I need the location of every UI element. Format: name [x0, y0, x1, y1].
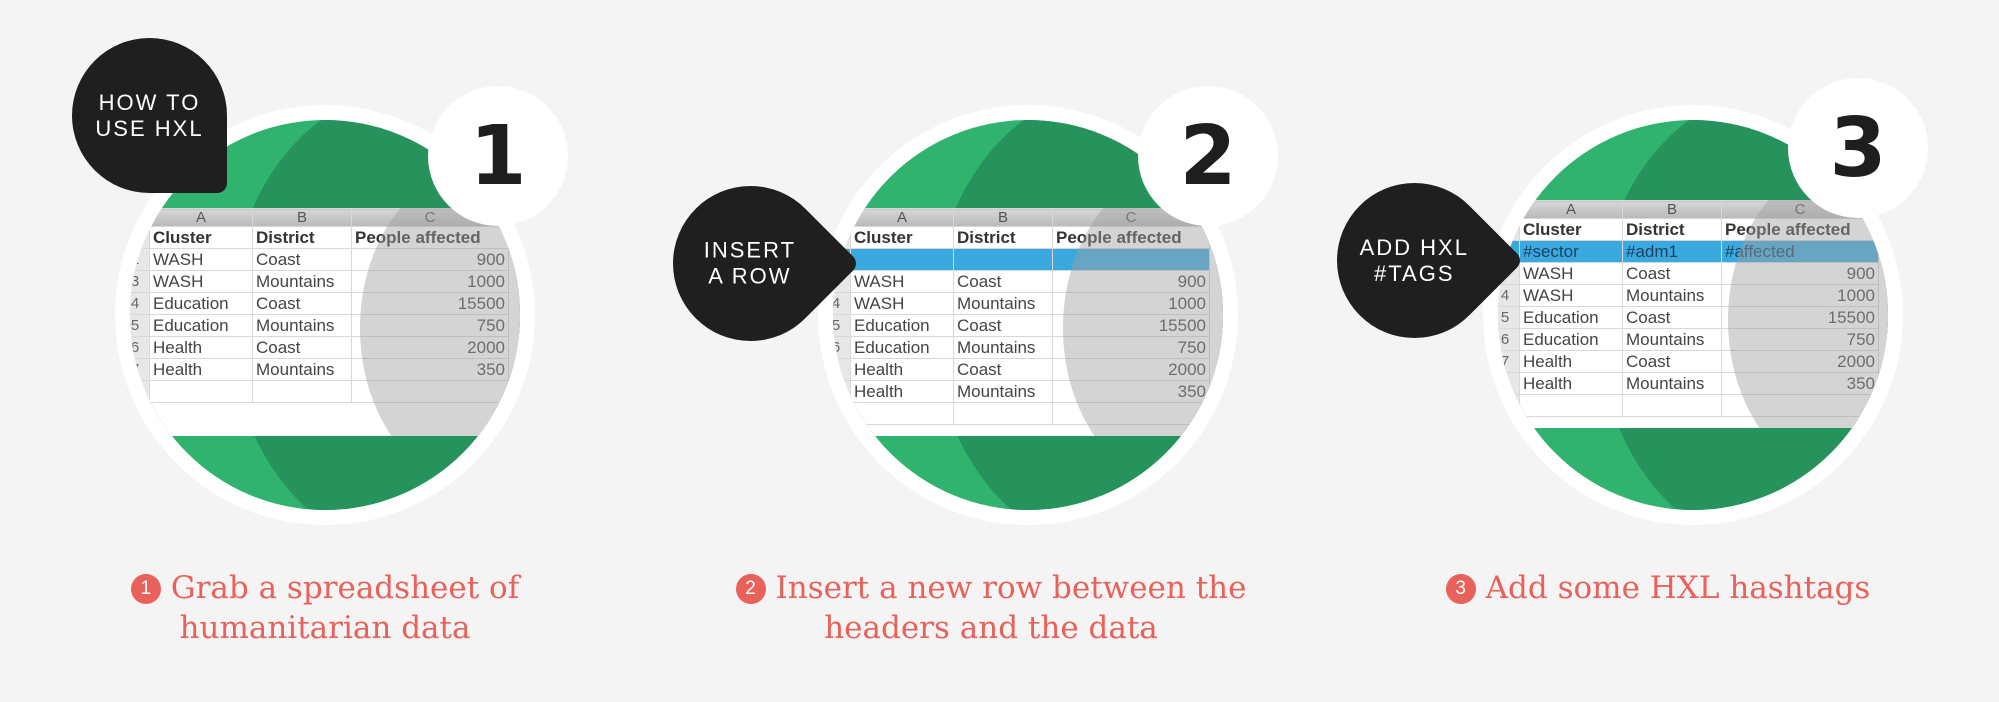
step-number-badge: 2	[1138, 86, 1278, 226]
step-number-badge: 1	[428, 86, 568, 226]
step-number-badge: 3	[1788, 78, 1928, 218]
step-number-dot: 3	[1445, 574, 1476, 604]
how-to-use-hxl-tag: HOW TO USE HXL	[72, 38, 227, 193]
inserted-row: 2	[833, 248, 1210, 271]
hashtag-row: 2#sector#adm1#affected	[1498, 240, 1879, 263]
step-number-dot: 2	[735, 574, 766, 604]
step-number-dot: 1	[130, 574, 161, 604]
